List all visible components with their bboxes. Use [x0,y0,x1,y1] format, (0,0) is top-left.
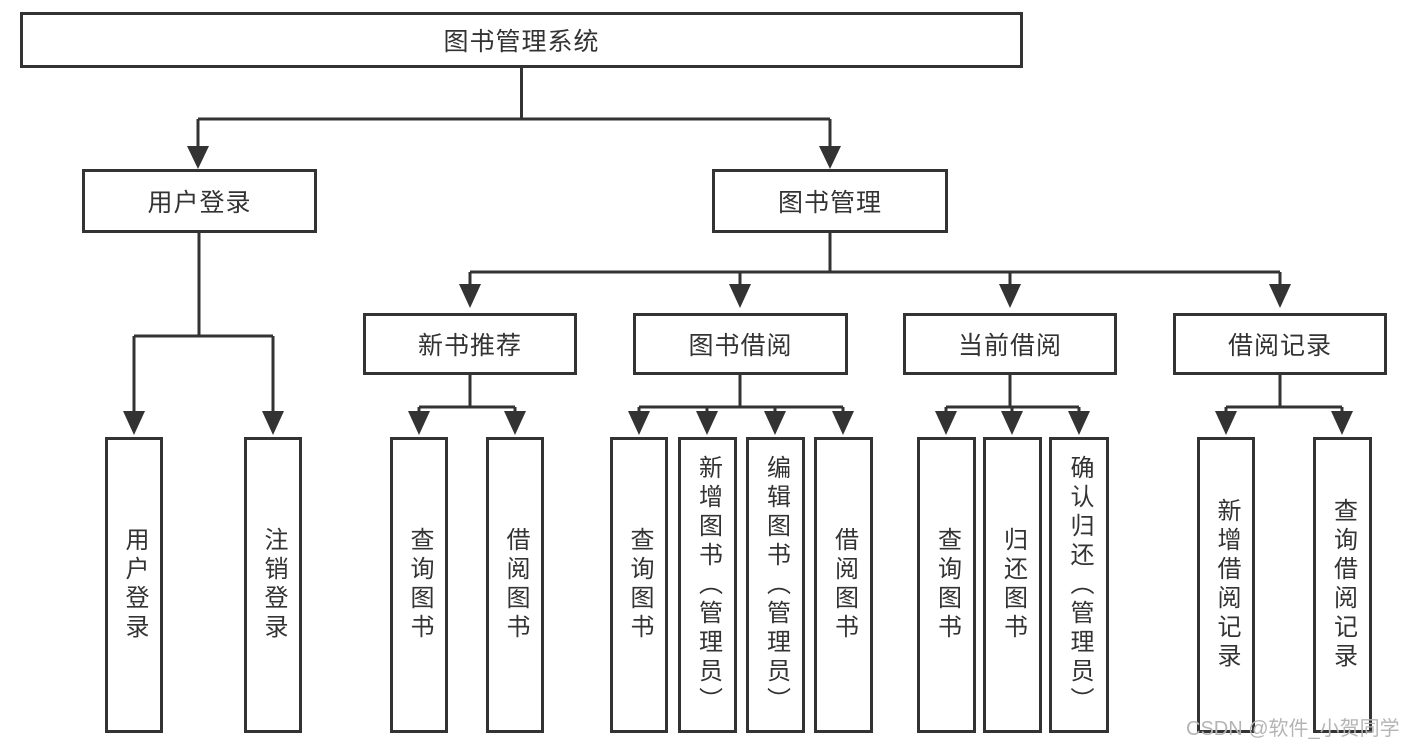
leaf-confirm-return-admin: 确认归还（管理员） [1049,437,1109,733]
leaf-label: 确认归还（管理员） [1066,454,1093,716]
csdn-watermark: CSDN @软件_小贺同学 [1186,718,1400,740]
node-current-borrowing: 当前借阅 [903,313,1117,375]
leaf-borrow-books-recommend: 借阅图书 [486,437,544,733]
leaf-query-borrow-record: 查询借阅记录 [1313,437,1372,733]
node-new-book-recommend: 新书推荐 [363,313,577,375]
leaf-label: 查询图书 [626,527,653,643]
leaf-label: 注销登录 [260,527,287,643]
node-book-borrowing: 图书借阅 [633,313,848,375]
leaf-query-books-borrowing: 查询图书 [610,437,668,733]
node-book-management: 图书管理 [712,169,948,233]
leaf-edit-books-admin: 编辑图书（管理员） [746,437,805,733]
leaf-borrow-books: 借阅图书 [814,437,873,733]
leaf-label: 新增图书（管理员） [694,454,722,716]
leaf-label: 借阅图书 [830,527,858,643]
leaf-label: 用户登录 [121,527,148,643]
leaf-add-books-admin: 新增图书（管理员） [678,437,737,733]
leaf-user-login: 用户登录 [105,437,163,733]
leaf-label: 查询借阅记录 [1329,498,1357,672]
leaf-logout: 注销登录 [244,437,302,733]
leaf-label: 新增借阅记录 [1213,498,1240,672]
leaf-query-books-recommend: 查询图书 [390,437,448,733]
leaf-label: 查询图书 [933,527,961,643]
leaf-label: 归还图书 [999,527,1027,643]
node-borrowing-records: 借阅记录 [1173,313,1387,375]
leaf-query-books-current: 查询图书 [917,437,976,733]
node-user-login: 用户登录 [82,169,317,233]
leaf-label: 借阅图书 [502,527,529,643]
leaf-label: 编辑图书（管理员） [762,454,790,716]
leaf-add-borrow-record: 新增借阅记录 [1197,437,1255,733]
node-root-system: 图书管理系统 [20,12,1023,68]
arrowheads [123,146,1353,435]
leaf-label: 查询图书 [406,527,433,643]
leaf-return-books: 归还图书 [983,437,1042,733]
